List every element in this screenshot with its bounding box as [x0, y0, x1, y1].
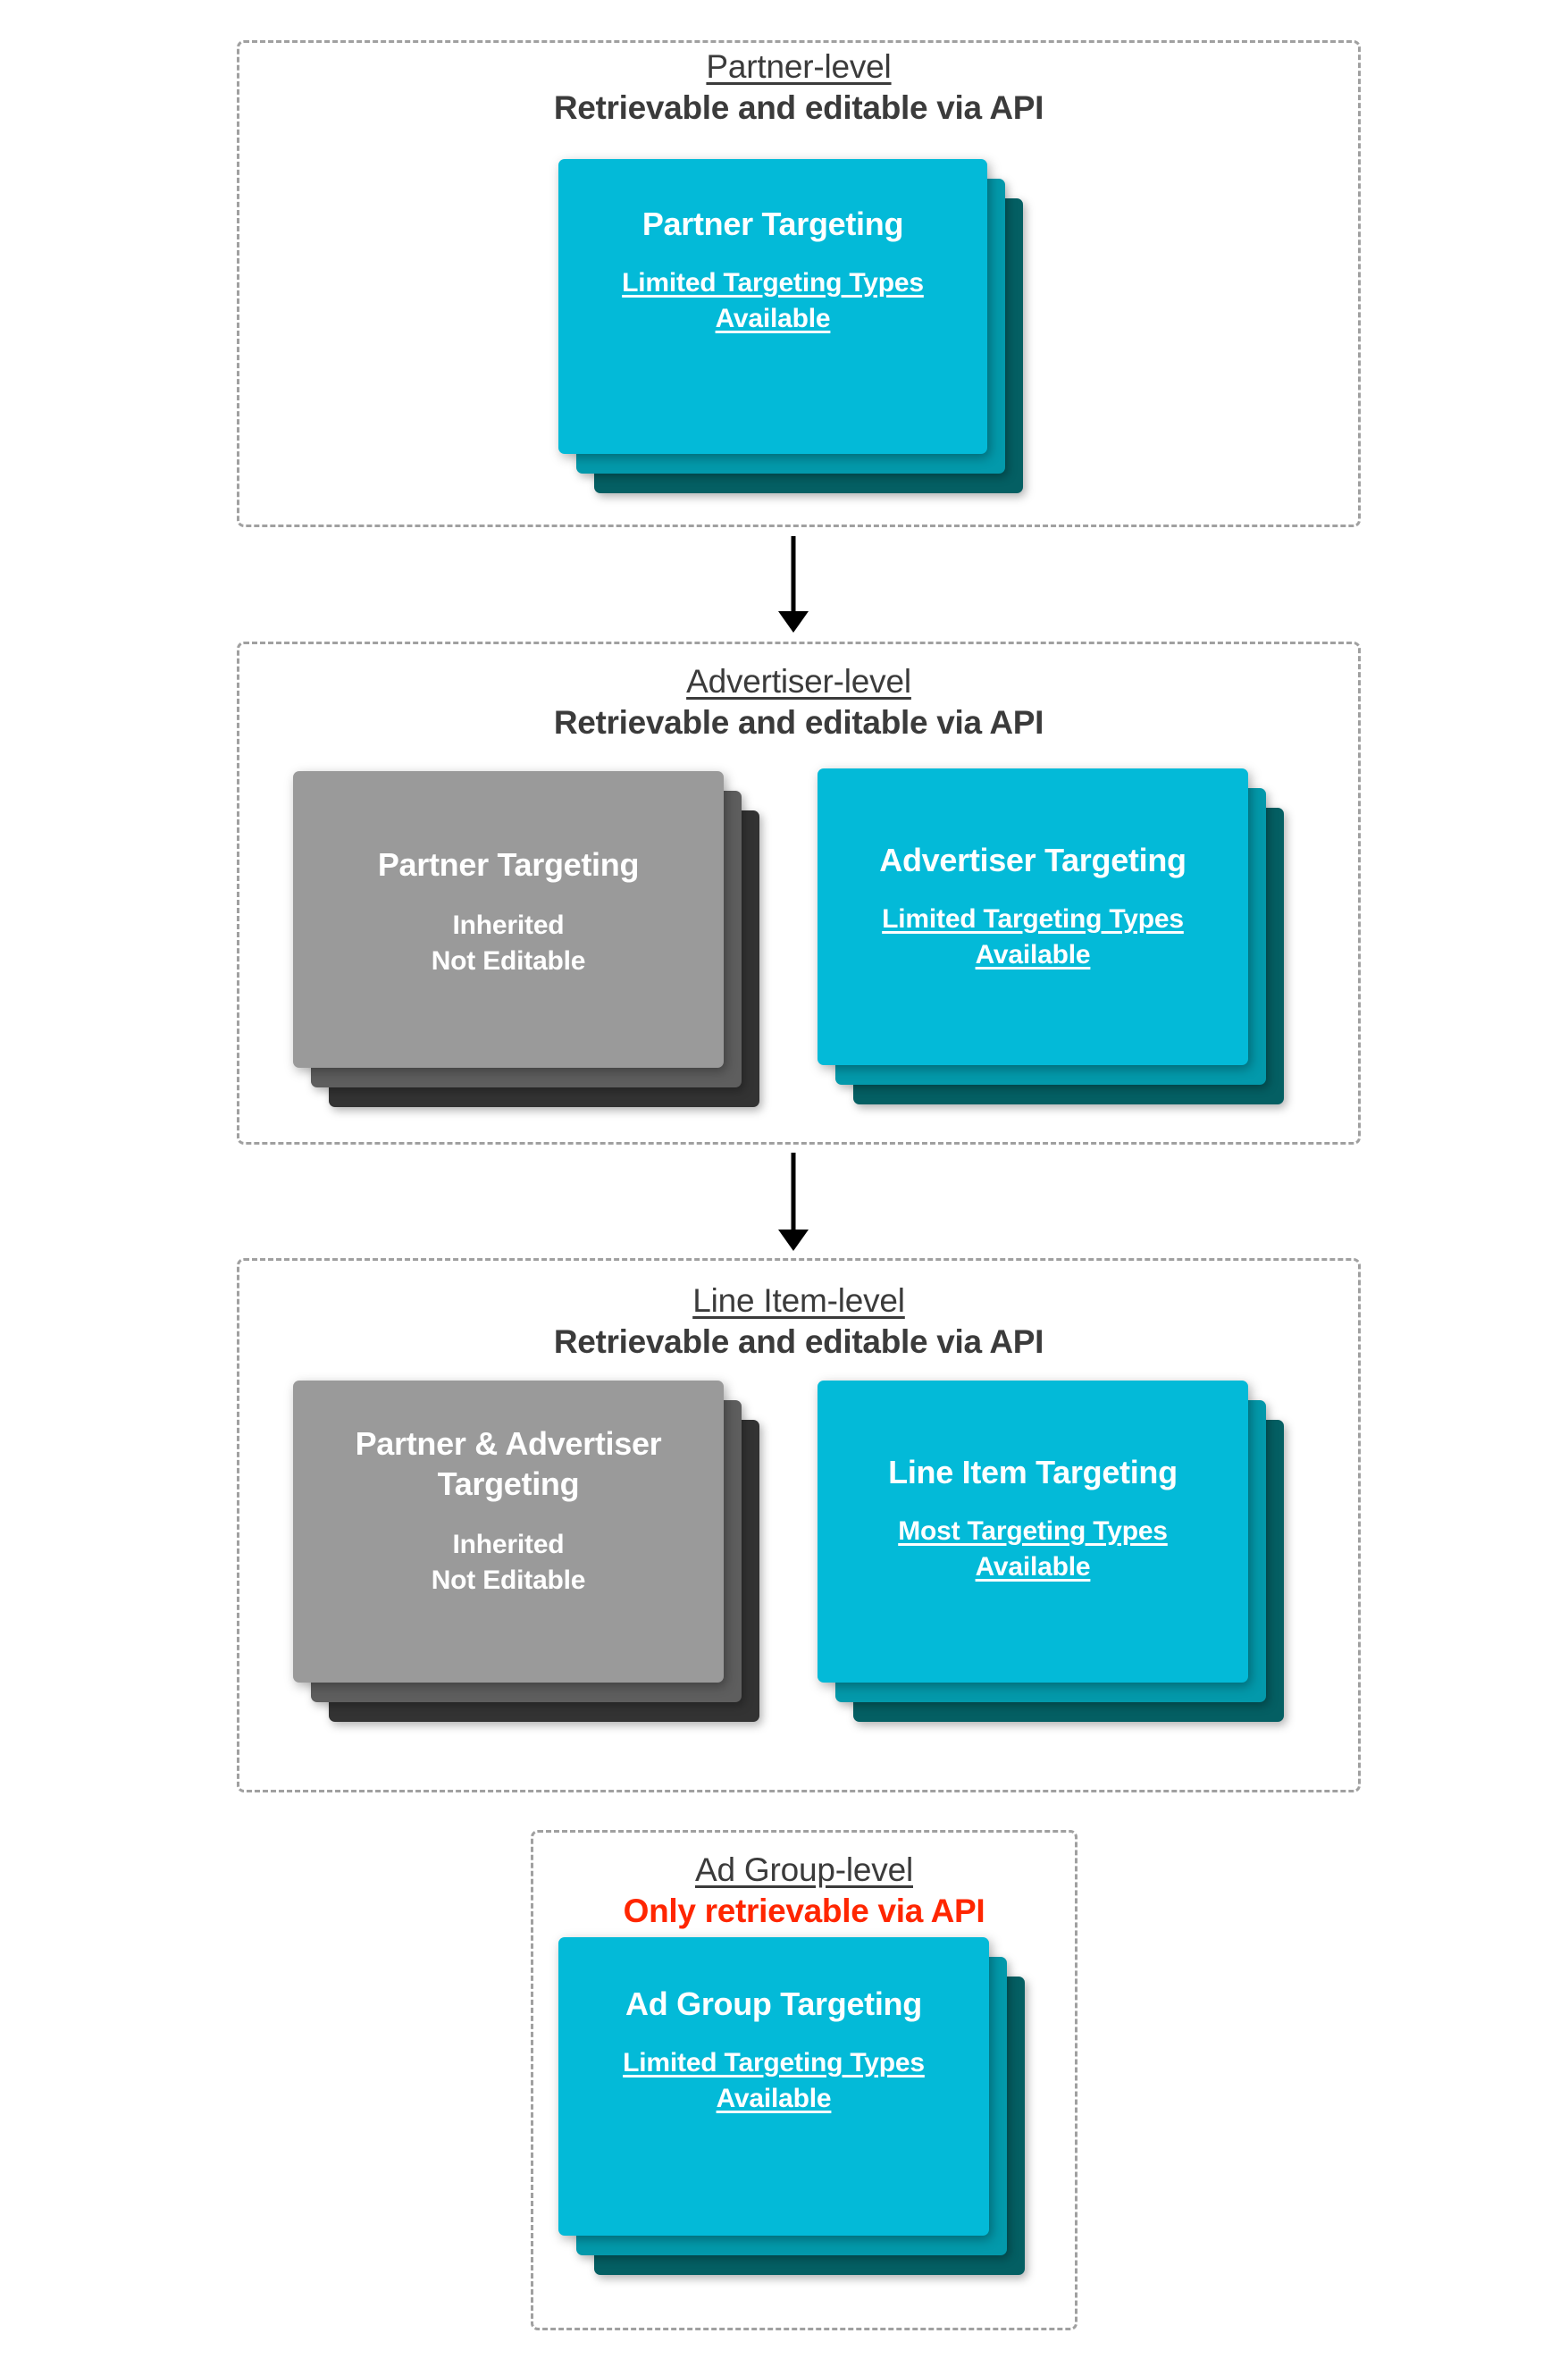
card-ad-group-targeting[interactable]: Ad Group Targeting Limited Targeting Typ…	[558, 1937, 989, 2236]
card-title: Line Item Targeting	[888, 1454, 1178, 1490]
connector-advertiser-to-line-item	[768, 1153, 818, 1251]
card-note-line2: Available	[975, 939, 1091, 969]
level-box-partner	[237, 40, 1361, 527]
card-stack-partner-targeting: Partner Targeting Limited Targeting Type…	[558, 159, 1041, 499]
card-inherited-partner-targeting[interactable]: Partner Targeting Inherited Not Editable	[293, 771, 724, 1068]
card-partner-targeting[interactable]: Partner Targeting Limited Targeting Type…	[558, 159, 987, 454]
card-stack-advertiser-targeting: Advertiser Targeting Limited Targeting T…	[818, 768, 1300, 1117]
level-box-ad-group	[531, 1830, 1077, 2330]
card-stack-advertiser-inherited-partner: Partner Targeting Inherited Not Editable	[293, 771, 776, 1120]
card-note-line2: Not Editable	[431, 1565, 586, 1595]
card-title: Partner Targeting	[641, 206, 904, 242]
card-note-line1: Limited Targeting Types	[622, 268, 924, 298]
card-title: Partner & Advertiser Targeting	[355, 1425, 662, 1502]
card-title: Advertiser Targeting	[879, 842, 1186, 878]
card-stack-line-item-inherited: Partner & Advertiser Targeting Inherited…	[293, 1381, 776, 1738]
connector-arrowhead	[778, 611, 809, 633]
card-stack-line-item-targeting: Line Item Targeting Most Targeting Types…	[818, 1381, 1300, 1738]
card-note-line1: Inherited	[452, 1530, 565, 1559]
connector-line	[791, 1153, 796, 1231]
card-title: Partner Targeting	[377, 846, 640, 883]
card-note-line2: Available	[716, 2083, 832, 2113]
connector-partner-to-advertiser	[768, 536, 818, 633]
card-note-line2: Available	[975, 1551, 1091, 1582]
connector-arrowhead	[778, 1230, 809, 1251]
card-note-line2: Available	[715, 303, 831, 333]
card-note-line1: Limited Targeting Types	[882, 904, 1184, 934]
level-box-line-item	[237, 1258, 1361, 1792]
card-inherited-partner-advertiser-targeting[interactable]: Partner & Advertiser Targeting Inherited…	[293, 1381, 724, 1683]
card-stack-ad-group-targeting: Ad Group Targeting Limited Targeting Typ…	[558, 1937, 1041, 2286]
card-title: Ad Group Targeting	[625, 1985, 922, 2022]
level-box-advertiser	[237, 642, 1361, 1145]
card-note-line1: Most Targeting Types	[898, 1516, 1168, 1546]
card-note-line2: Not Editable	[431, 945, 586, 976]
card-note-line1: Limited Targeting Types	[623, 2048, 925, 2077]
card-advertiser-targeting[interactable]: Advertiser Targeting Limited Targeting T…	[818, 768, 1248, 1065]
card-line-item-targeting[interactable]: Line Item Targeting Most Targeting Types…	[818, 1381, 1248, 1683]
connector-line	[791, 536, 796, 613]
card-note-line1: Inherited	[452, 911, 565, 940]
